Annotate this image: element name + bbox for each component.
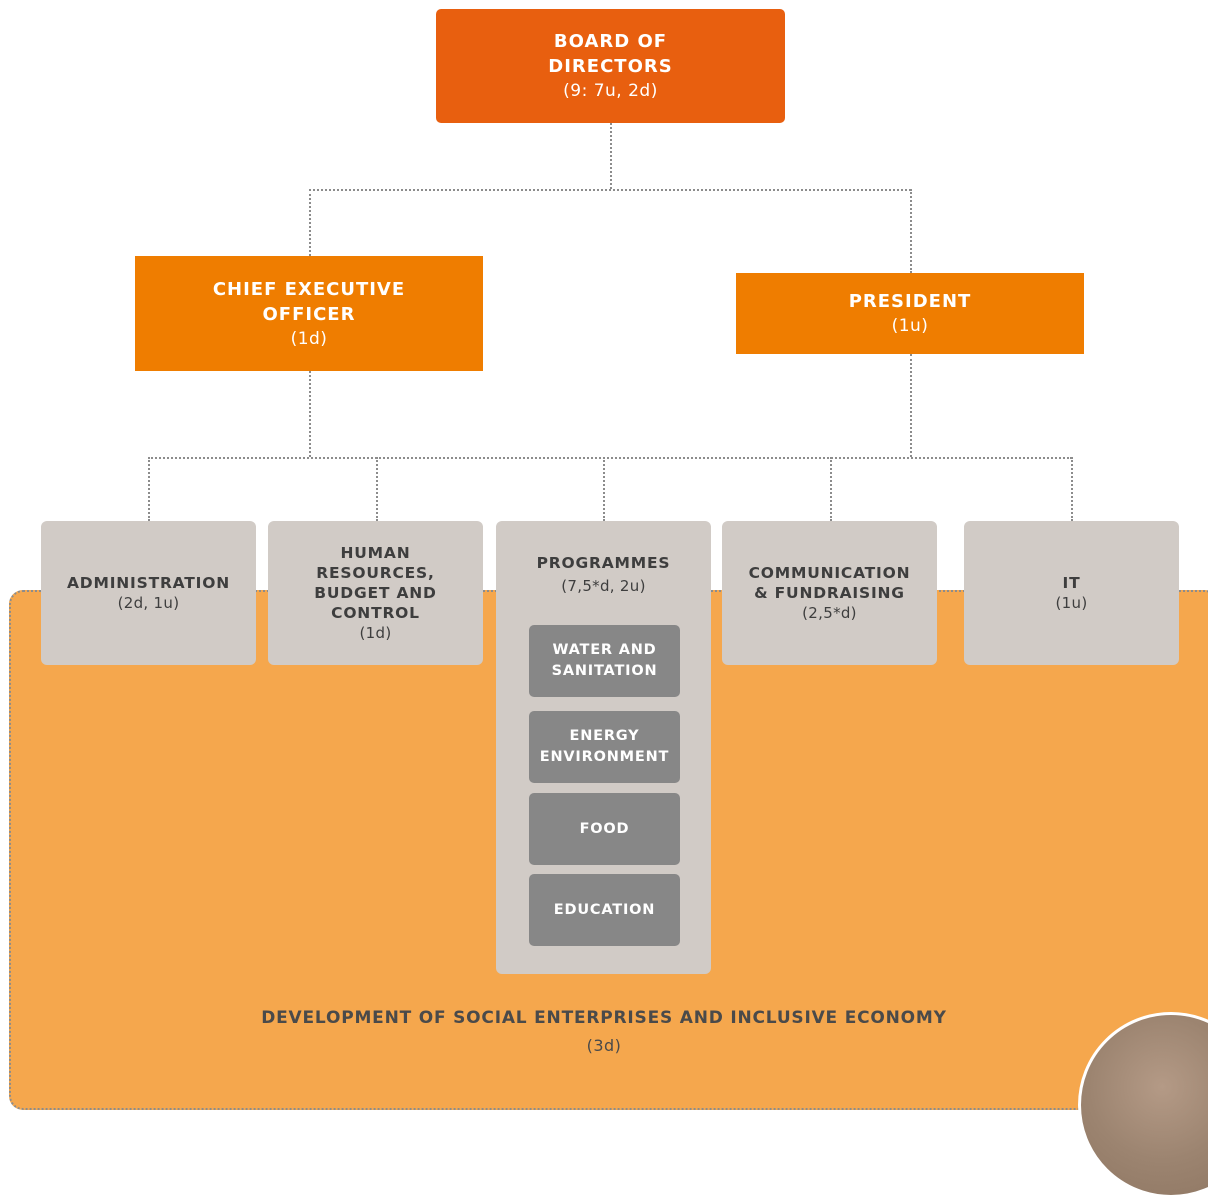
department-composition: (1d) <box>359 624 392 642</box>
department-title: PROGRAMMES <box>536 554 671 572</box>
programme-water-sanitation: WATER AND SANITATION <box>529 625 680 697</box>
connector-to-human-resources <box>376 457 378 521</box>
department-title: IT <box>1062 574 1081 592</box>
area-title: DEVELOPMENT OF SOCIAL ENTERPRISES AND IN… <box>261 1008 947 1028</box>
department-composition: (7,5*d, 2u) <box>561 577 646 595</box>
connector-ceo-down <box>309 371 311 457</box>
board-of-directors-box: BOARD OF DIRECTORS (9: 7u, 2d) <box>436 9 785 123</box>
connector-to-president <box>910 189 912 273</box>
programme-education: EDUCATION <box>529 874 680 946</box>
department-title: COMMUNICATION & FUNDRAISING <box>748 564 911 602</box>
department-human-resources: HUMAN RESOURCES, BUDGET AND CONTROL (1d) <box>268 521 483 665</box>
department-it: IT (1u) <box>964 521 1179 665</box>
ceo-composition: (1d) <box>290 328 328 349</box>
board-composition: (9: 7u, 2d) <box>563 81 658 101</box>
connector-to-communication <box>830 457 832 521</box>
board-title: BOARD OF DIRECTORS <box>548 31 673 77</box>
area-composition: (3d) <box>586 1036 622 1055</box>
president-box: PRESIDENT (1u) <box>736 273 1084 354</box>
ceo-title: CHIEF EXECUTIVE OFFICER <box>212 278 406 325</box>
department-title: HUMAN RESOURCES, BUDGET AND CONTROL <box>314 544 437 622</box>
department-composition: (2,5*d) <box>802 604 857 622</box>
connector-to-it <box>1071 457 1073 521</box>
department-administration: ADMINISTRATION (2d, 1u) <box>41 521 256 665</box>
president-title: PRESIDENT <box>848 291 972 312</box>
department-programmes: PROGRAMMES (7,5*d, 2u) WATER AND SANITAT… <box>496 521 711 974</box>
connector-departments-horizontal <box>148 457 1072 459</box>
connector-to-programmes <box>603 457 605 521</box>
programme-food: FOOD <box>529 793 680 865</box>
connector-top-horizontal <box>309 189 911 191</box>
department-composition: (1u) <box>1055 594 1088 612</box>
president-composition: (1u) <box>891 316 929 336</box>
connector-to-administration <box>148 457 150 521</box>
connector-board-down <box>610 123 612 189</box>
department-title: ADMINISTRATION <box>67 574 230 592</box>
connector-to-ceo <box>309 189 311 256</box>
ceo-box: CHIEF EXECUTIVE OFFICER (1d) <box>135 256 483 371</box>
connector-president-down <box>910 354 912 457</box>
department-composition: (2d, 1u) <box>117 594 180 612</box>
department-communication: COMMUNICATION & FUNDRAISING (2,5*d) <box>722 521 937 665</box>
programme-energy-environment: ENERGY ENVIRONMENT <box>529 711 680 783</box>
